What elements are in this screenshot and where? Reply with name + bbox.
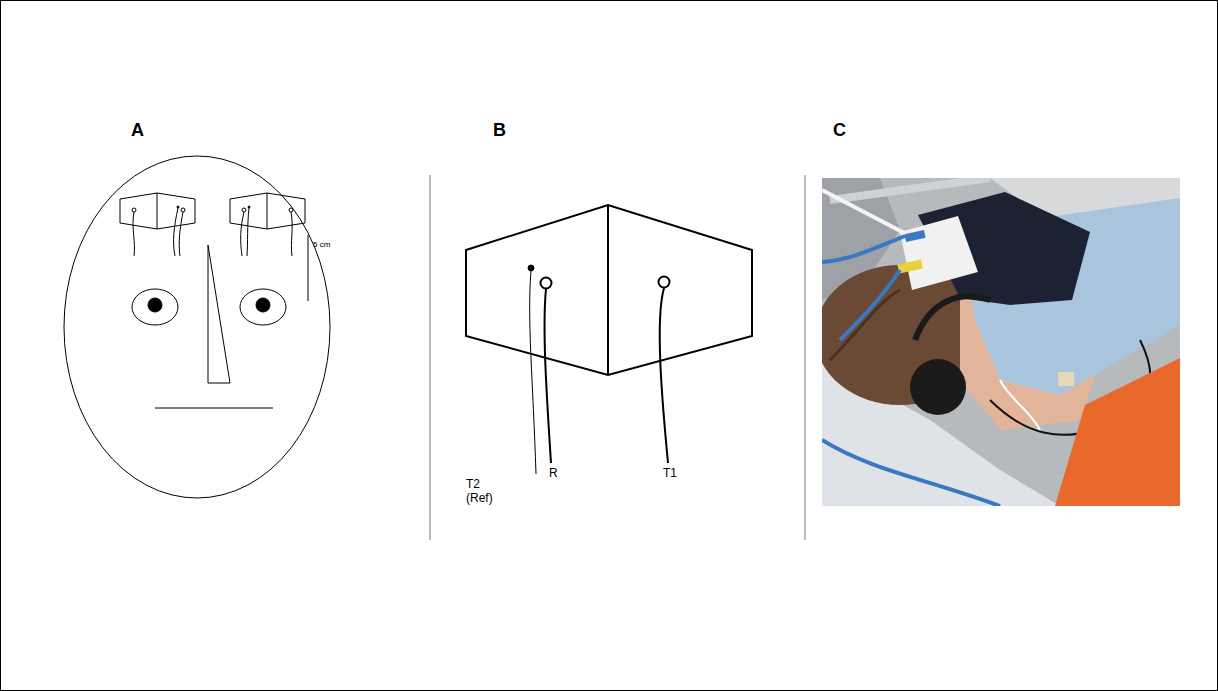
electrode-name: T2 (Ref) xyxy=(466,478,493,506)
cable xyxy=(822,190,910,236)
panel-letter: A xyxy=(131,120,144,141)
reference-electrode xyxy=(528,265,534,271)
photo-content xyxy=(822,178,1180,506)
face-outline xyxy=(64,156,330,498)
electrode xyxy=(659,277,670,288)
electrode-wire xyxy=(545,289,551,463)
pupil xyxy=(256,298,270,312)
electrode-wire xyxy=(660,288,668,463)
electrode-name: T1 xyxy=(663,467,677,481)
scale-bar xyxy=(308,235,309,301)
face-schematic xyxy=(64,156,330,498)
mask-tag xyxy=(1058,372,1074,386)
cable xyxy=(840,270,900,340)
cable xyxy=(822,440,1000,506)
nose xyxy=(208,245,230,383)
pupil xyxy=(148,298,162,312)
electrode xyxy=(248,206,250,208)
cable xyxy=(822,236,905,262)
patch-fold xyxy=(607,205,609,375)
hair-strand xyxy=(830,290,900,360)
electrode xyxy=(181,208,185,212)
electrode-patch xyxy=(466,205,752,375)
patch-fold xyxy=(267,193,268,229)
electrode-wire xyxy=(291,212,292,256)
panel-separator xyxy=(430,175,431,540)
patch-fold xyxy=(157,193,158,229)
electrode-patch xyxy=(120,193,195,229)
electrode-name: R xyxy=(549,467,558,481)
headphone-band xyxy=(915,296,990,340)
shirt xyxy=(1055,358,1180,506)
eye xyxy=(240,289,286,325)
electrode-wire xyxy=(530,271,536,474)
electrode-clip xyxy=(904,230,925,242)
electrode-wire xyxy=(174,208,178,256)
panel-letter: C xyxy=(833,120,846,141)
scale-label: 5 cm xyxy=(313,240,330,249)
headphone xyxy=(910,359,966,415)
electrode-wire xyxy=(179,212,183,256)
electrode xyxy=(177,206,179,208)
panel-letter: B xyxy=(493,120,506,141)
electrode-wire xyxy=(241,212,244,256)
gauze-patch xyxy=(900,216,978,290)
patient-photo xyxy=(815,178,1180,506)
electrode xyxy=(541,278,552,289)
eye xyxy=(132,289,178,325)
electrode xyxy=(242,208,246,212)
electrode xyxy=(289,208,293,212)
mouth xyxy=(155,408,273,409)
electrode-wire xyxy=(133,212,134,256)
patch-detail xyxy=(466,205,752,474)
electrode xyxy=(132,208,136,212)
electrode-patch xyxy=(230,193,305,229)
panel-separator xyxy=(805,175,806,540)
metal-bar xyxy=(830,178,990,200)
electrode-wire xyxy=(247,208,249,256)
